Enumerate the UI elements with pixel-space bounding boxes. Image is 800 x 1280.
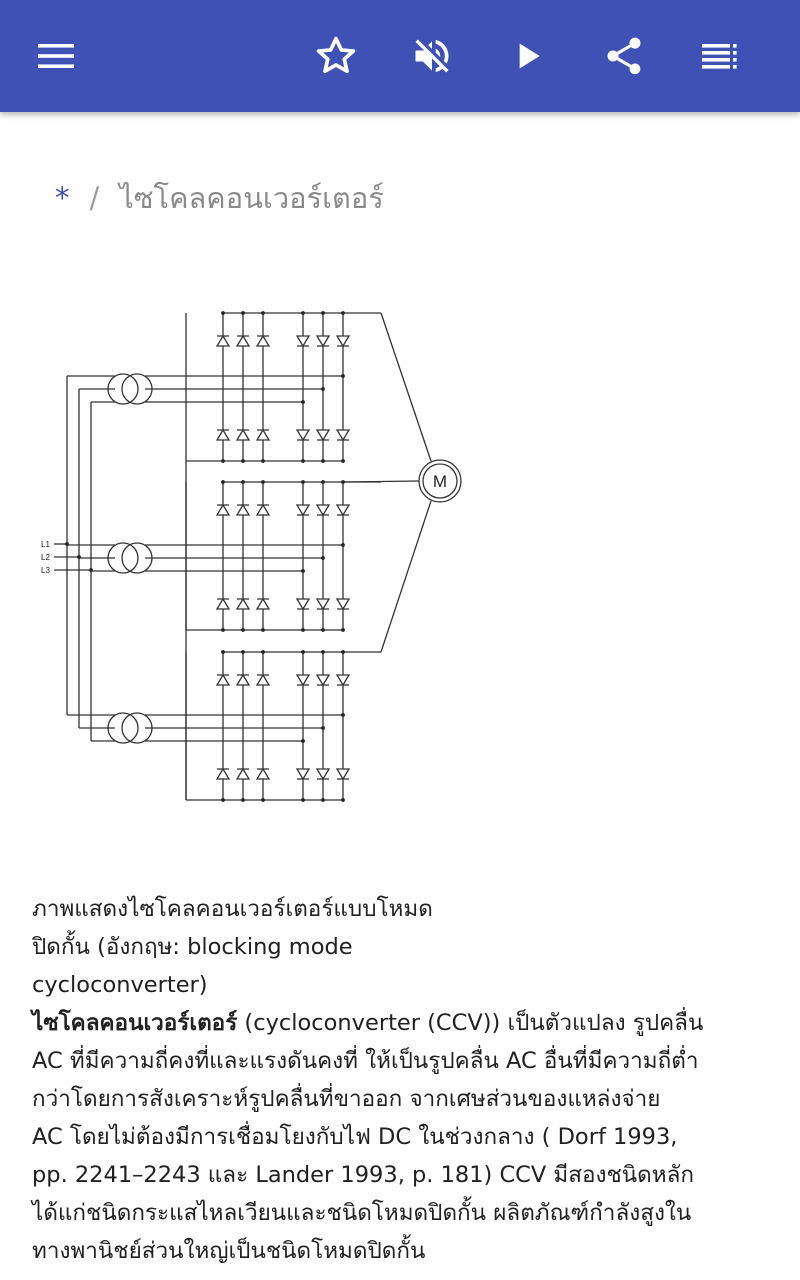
share-button[interactable] [596, 28, 652, 84]
motor-symbol-inner [422, 463, 458, 499]
toc-button[interactable] [692, 28, 748, 84]
share-icon [607, 37, 641, 75]
caption-line: ภาพแสดงไซโคลคอนเวอร์เตอร์แบบโหมด [32, 896, 433, 922]
play-icon [519, 43, 540, 69]
caption-line: ปิดกั้น (อังกฤษ: blocking mode [32, 934, 353, 960]
diode-symbol [315, 335, 331, 348]
diode-symbol [255, 428, 271, 441]
circuit-schematic: M L1 L2 L3 [41, 311, 462, 802]
diode-symbol [295, 335, 311, 348]
menu-icon [38, 44, 74, 68]
breadcrumb-separator: / [89, 181, 100, 215]
diode-symbol [315, 768, 331, 781]
paragraph-line: AC ที่มีความถี่คงที่และแรงดันคงที่ ให้เป… [32, 1048, 699, 1074]
breadcrumb: * / ไซโคลคอนเวอร์เตอร์ [55, 176, 384, 220]
transformer-symbol [107, 712, 153, 744]
diode-symbol [315, 674, 331, 687]
diode-symbol [255, 334, 271, 347]
diode-symbol [215, 334, 231, 347]
diode-symbol [335, 674, 351, 687]
diode-symbol [215, 503, 231, 516]
diode-symbol [335, 598, 351, 611]
diode-symbol [235, 334, 251, 347]
breadcrumb-current: ไซโคลคอนเวอร์เตอร์ [119, 181, 384, 215]
paragraph-line: AC โดยไม่ต้องมีการเชื่อมโยงกับไฟ DC ในช่… [32, 1124, 678, 1150]
article-term: ไซโคลคอนเวอร์เตอร์ [32, 1010, 238, 1036]
diode-symbol [295, 768, 311, 781]
play-button[interactable] [500, 28, 556, 84]
paragraph-line: ไซโคลคอนเวอร์เตอร์ (cycloconverter (CCV)… [32, 1004, 772, 1042]
diode-symbol [235, 673, 251, 686]
diode-symbol [255, 597, 271, 610]
transformer-symbol [107, 542, 153, 574]
diode-symbol [255, 767, 271, 780]
phase-label-l2: L2 [41, 553, 50, 562]
diode-symbol [315, 429, 331, 442]
diode-symbol [335, 429, 351, 442]
phase-label-l3: L3 [41, 566, 50, 575]
diode-symbol [295, 598, 311, 611]
diode-symbol [255, 673, 271, 686]
article-paragraph: ไซโคลคอนเวอร์เตอร์ (cycloconverter (CCV)… [32, 1004, 772, 1270]
diode-symbol [335, 504, 351, 517]
caption-line: cycloconverter) [32, 972, 208, 998]
transformer-symbol [107, 373, 153, 405]
motor-label: M [433, 472, 447, 491]
app-bar [0, 0, 800, 112]
diode-symbol [235, 428, 251, 441]
diode-symbol [255, 503, 271, 516]
diode-symbol [335, 768, 351, 781]
diode-symbol [315, 598, 331, 611]
diode-symbol [295, 429, 311, 442]
diode-symbol [335, 335, 351, 348]
diode-symbol [315, 504, 331, 517]
paragraph-line: กว่าโดยการสังเคราะห์รูปคลื่นที่ขาออก จาก… [32, 1086, 661, 1112]
diode-symbol [235, 767, 251, 780]
diode-symbol [215, 673, 231, 686]
menu-button[interactable] [28, 28, 84, 84]
bookmark-button[interactable] [308, 28, 364, 84]
diode-symbol [215, 428, 231, 441]
mute-button[interactable] [404, 28, 460, 84]
motor-symbol [418, 459, 462, 503]
diode-symbol [215, 597, 231, 610]
breadcrumb-home-link[interactable]: * [55, 181, 70, 215]
figure-caption: ภาพแสดงไซโคลคอนเวอร์เตอร์แบบโหมด ปิดกั้น… [32, 890, 502, 1004]
diode-symbol [295, 674, 311, 687]
paragraph-line: pp. 2241–2243 และ Lander 1993, p. 181) C… [32, 1162, 694, 1188]
diode-symbol [295, 504, 311, 517]
paragraph-line: ทางพานิชย์ส่วนใหญ่เป็นชนิดโหมดปิดกั้น [32, 1238, 426, 1264]
list-icon [702, 44, 737, 69]
phase-label-l1: L1 [41, 540, 50, 549]
volume-off-icon [415, 39, 449, 73]
paragraph-line: ได้แก่ชนิดกระแสไหลเวียนและชนิดโหมดปิดกั้… [32, 1200, 692, 1226]
diode-symbol [235, 597, 251, 610]
diode-symbol [235, 503, 251, 516]
star-outline-icon [316, 36, 356, 74]
diode-symbol [215, 767, 231, 780]
paragraph-text: (cycloconverter (CCV)) เป็นตัวแปลง รูปคล… [237, 1010, 704, 1036]
cycloconverter-diagram[interactable]: M L1 L2 L3 [36, 298, 476, 818]
